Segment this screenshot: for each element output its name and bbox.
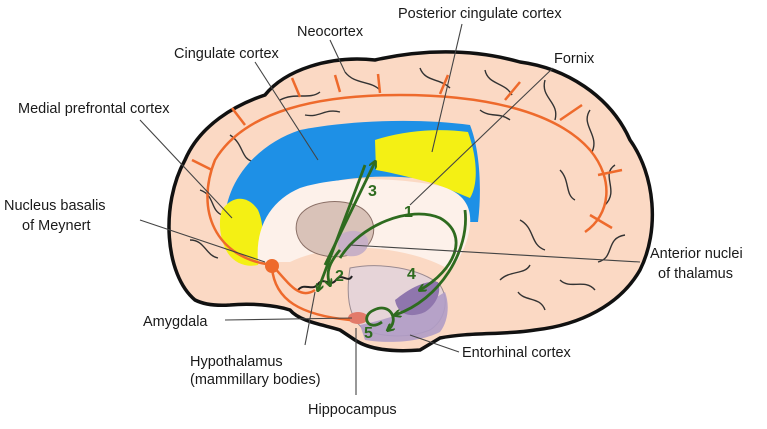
pathway-number-3: 3 — [368, 183, 377, 200]
leader-lines — [139, 23, 641, 395]
pathway-number-5: 5 — [364, 325, 373, 342]
label-neocortex: Neocortex — [297, 24, 364, 40]
pathway-3b-arrow — [318, 164, 367, 290]
pathway-4-arrow — [395, 209, 467, 315]
pathway-number-1: 1 — [404, 204, 413, 221]
pathway-number-2: 2 — [335, 268, 344, 285]
papez-circuit — [318, 162, 467, 330]
hippocampus-region — [395, 281, 440, 316]
amygdala-region — [348, 312, 368, 324]
label-medial-prefrontal-cortex: Medial prefrontal cortex — [18, 101, 170, 117]
posterior-cingulate-region — [375, 130, 476, 198]
label-nucleus-basalis-line2: of Meynert — [22, 218, 91, 234]
label-posterior-cingulate-cortex: Posterior cingulate cortex — [398, 6, 562, 22]
pathway-5-arrow — [365, 306, 394, 330]
label-fornix: Fornix — [554, 51, 595, 67]
label-hypothalamus-line2: (mammillary bodies) — [190, 372, 321, 388]
label-entorhinal-cortex: Entorhinal cortex — [462, 345, 572, 361]
label-anterior-nuclei-line2: of thalamus — [658, 266, 733, 282]
label-nucleus-basalis-line1: Nucleus basalis — [4, 198, 106, 214]
label-amygdala: Amygdala — [143, 314, 208, 330]
label-anterior-nuclei-line1: Anterior nuclei — [650, 246, 743, 262]
pathway-2-arrow — [328, 249, 342, 285]
label-cingulate-cortex: Cingulate cortex — [174, 46, 280, 62]
pathway-number-4: 4 — [407, 266, 416, 283]
nucleus-basalis-marker — [265, 259, 279, 273]
pathway-1-arrow — [338, 212, 458, 290]
label-hippocampus: Hippocampus — [308, 402, 397, 418]
label-hypothalamus-line1: Hypothalamus — [190, 354, 283, 370]
